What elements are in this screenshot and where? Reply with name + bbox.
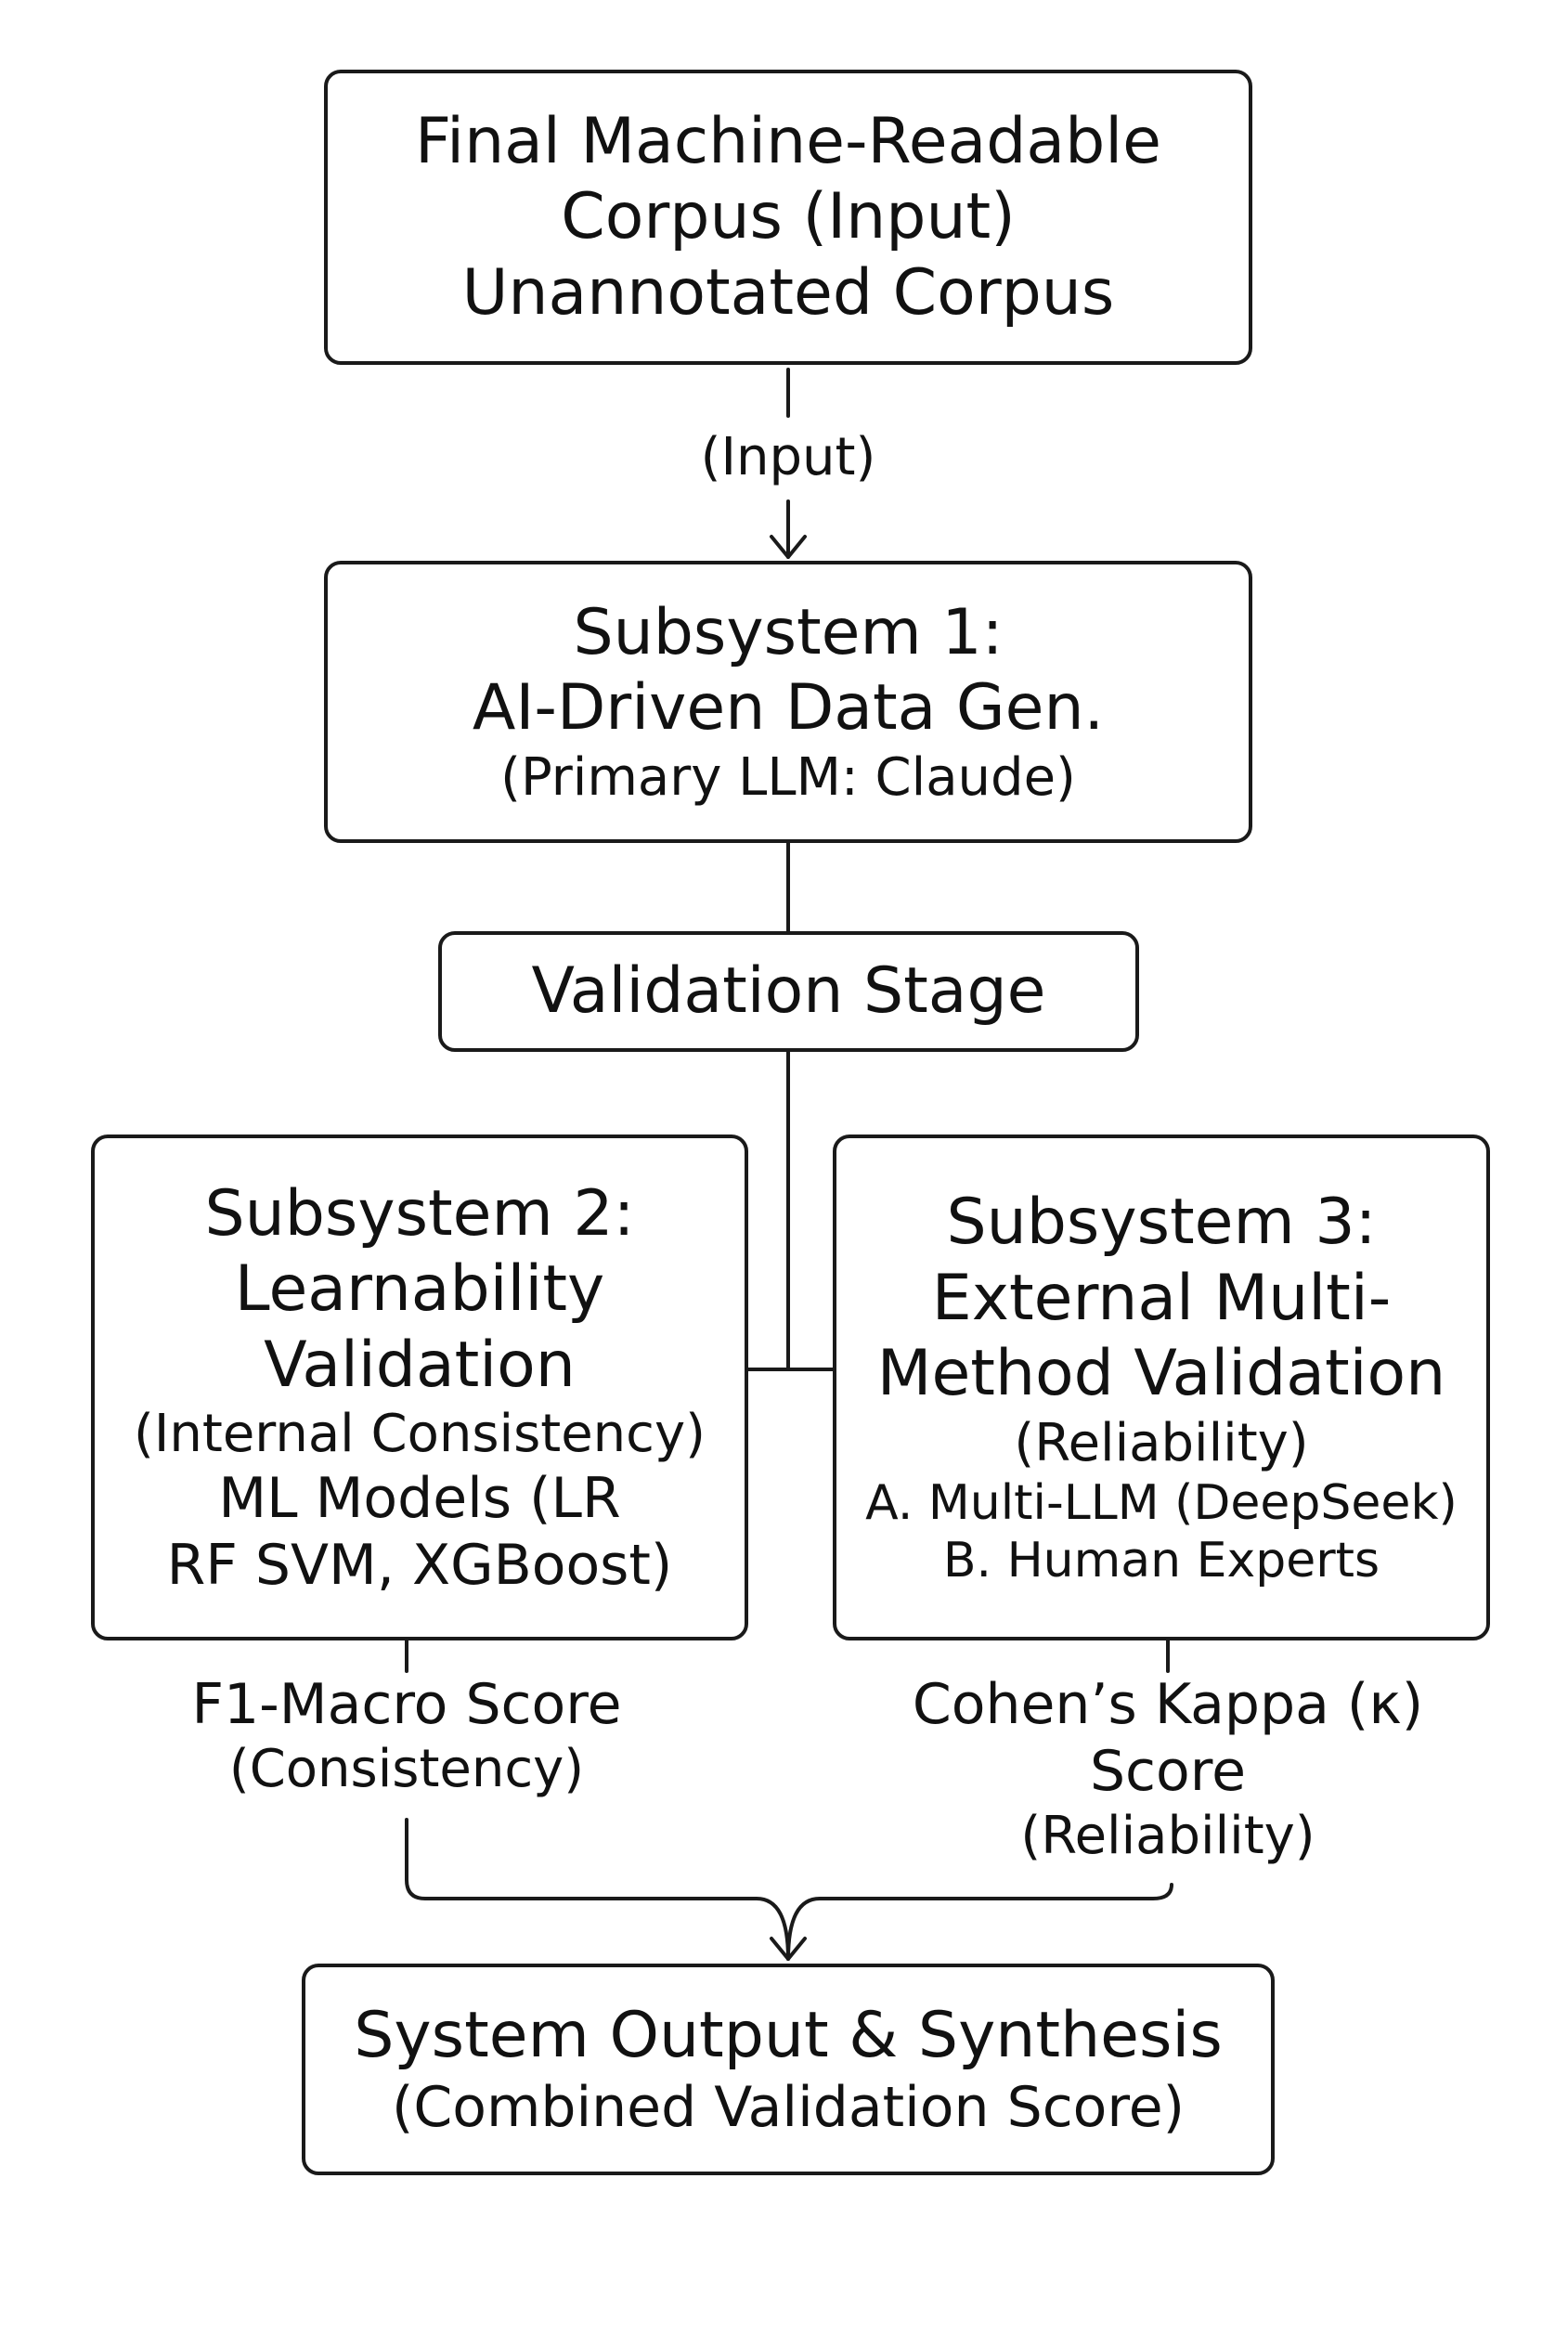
f1-macro-line-2: (Consistency) — [228, 1739, 585, 1799]
f1-macro-line-1: F1-Macro Score — [191, 1672, 622, 1737]
validation-stage-box: Validation Stage — [438, 931, 1139, 1052]
cohens-kappa-label: Cohen’s Kappa (κ) Score (Reliability) — [843, 1671, 1493, 1867]
input-line-1: Final Machine-Readable — [415, 104, 1161, 178]
input-corpus-box: Final Machine-Readable Corpus (Input) Un… — [324, 70, 1252, 365]
subsystem-1-box: Subsystem 1: AI-Driven Data Gen. (Primar… — [324, 561, 1252, 843]
subsystem-2-name-2: Validation — [264, 1328, 576, 1402]
subsystem-3-method-b: B. Human Experts — [942, 1533, 1380, 1589]
system-output-box: System Output & Synthesis (Combined Vali… — [302, 1964, 1275, 2175]
connector-f1-merge — [405, 1818, 790, 1961]
subsystem-2-name-1: Learnability — [234, 1252, 605, 1327]
input-arrow-label: (Input) — [700, 427, 876, 487]
subsystem-3-detail: (Reliability) — [1014, 1412, 1309, 1473]
subsystem-2-models-1: ML Models (LR — [218, 1466, 621, 1532]
subsystem-2-models-2: RF SVM, XGBoost) — [166, 1533, 673, 1599]
system-output-title: System Output & Synthesis — [354, 1999, 1223, 2073]
connector-kappa-merge — [786, 1883, 1173, 1961]
subsystem-3-title: Subsystem 3: — [946, 1186, 1377, 1260]
subsystem-3-name-2: Method Validation — [876, 1337, 1446, 1411]
arrowhead-input — [770, 535, 807, 559]
subsystem-2-detail: (Internal Consistency) — [134, 1404, 706, 1465]
f1-macro-label: F1-Macro Score (Consistency) — [128, 1671, 685, 1800]
input-line-3: Unannotated Corpus — [461, 255, 1115, 330]
input-line-2: Corpus (Input) — [561, 180, 1016, 254]
subsystem-3-method-a: A. Multi-LLM (DeepSeek) — [865, 1475, 1458, 1532]
subsystem-1-detail: (Primary LLM: Claude) — [500, 747, 1076, 808]
arrowhead-output — [770, 1937, 807, 1961]
subsystem-1-name: AI-Driven Data Gen. — [472, 671, 1105, 746]
cohens-kappa-line-1: Cohen’s Kappa (κ) — [912, 1672, 1424, 1737]
subsystem-3-name-1: External Multi- — [931, 1261, 1392, 1335]
subsystem-2-box: Subsystem 2: Learnability Validation (In… — [91, 1135, 748, 1640]
cohens-kappa-line-2: Score — [1089, 1739, 1247, 1804]
subsystem-3-box: Subsystem 3: External Multi- Method Vali… — [833, 1135, 1490, 1640]
system-output-detail: (Combined Validation Score) — [391, 2074, 1186, 2140]
cohens-kappa-line-3: (Reliability) — [1020, 1806, 1315, 1866]
validation-stage-label: Validation Stage — [531, 954, 1046, 1029]
subsystem-2-title: Subsystem 2: — [204, 1176, 635, 1251]
subsystem-1-title: Subsystem 1: — [573, 595, 1004, 669]
